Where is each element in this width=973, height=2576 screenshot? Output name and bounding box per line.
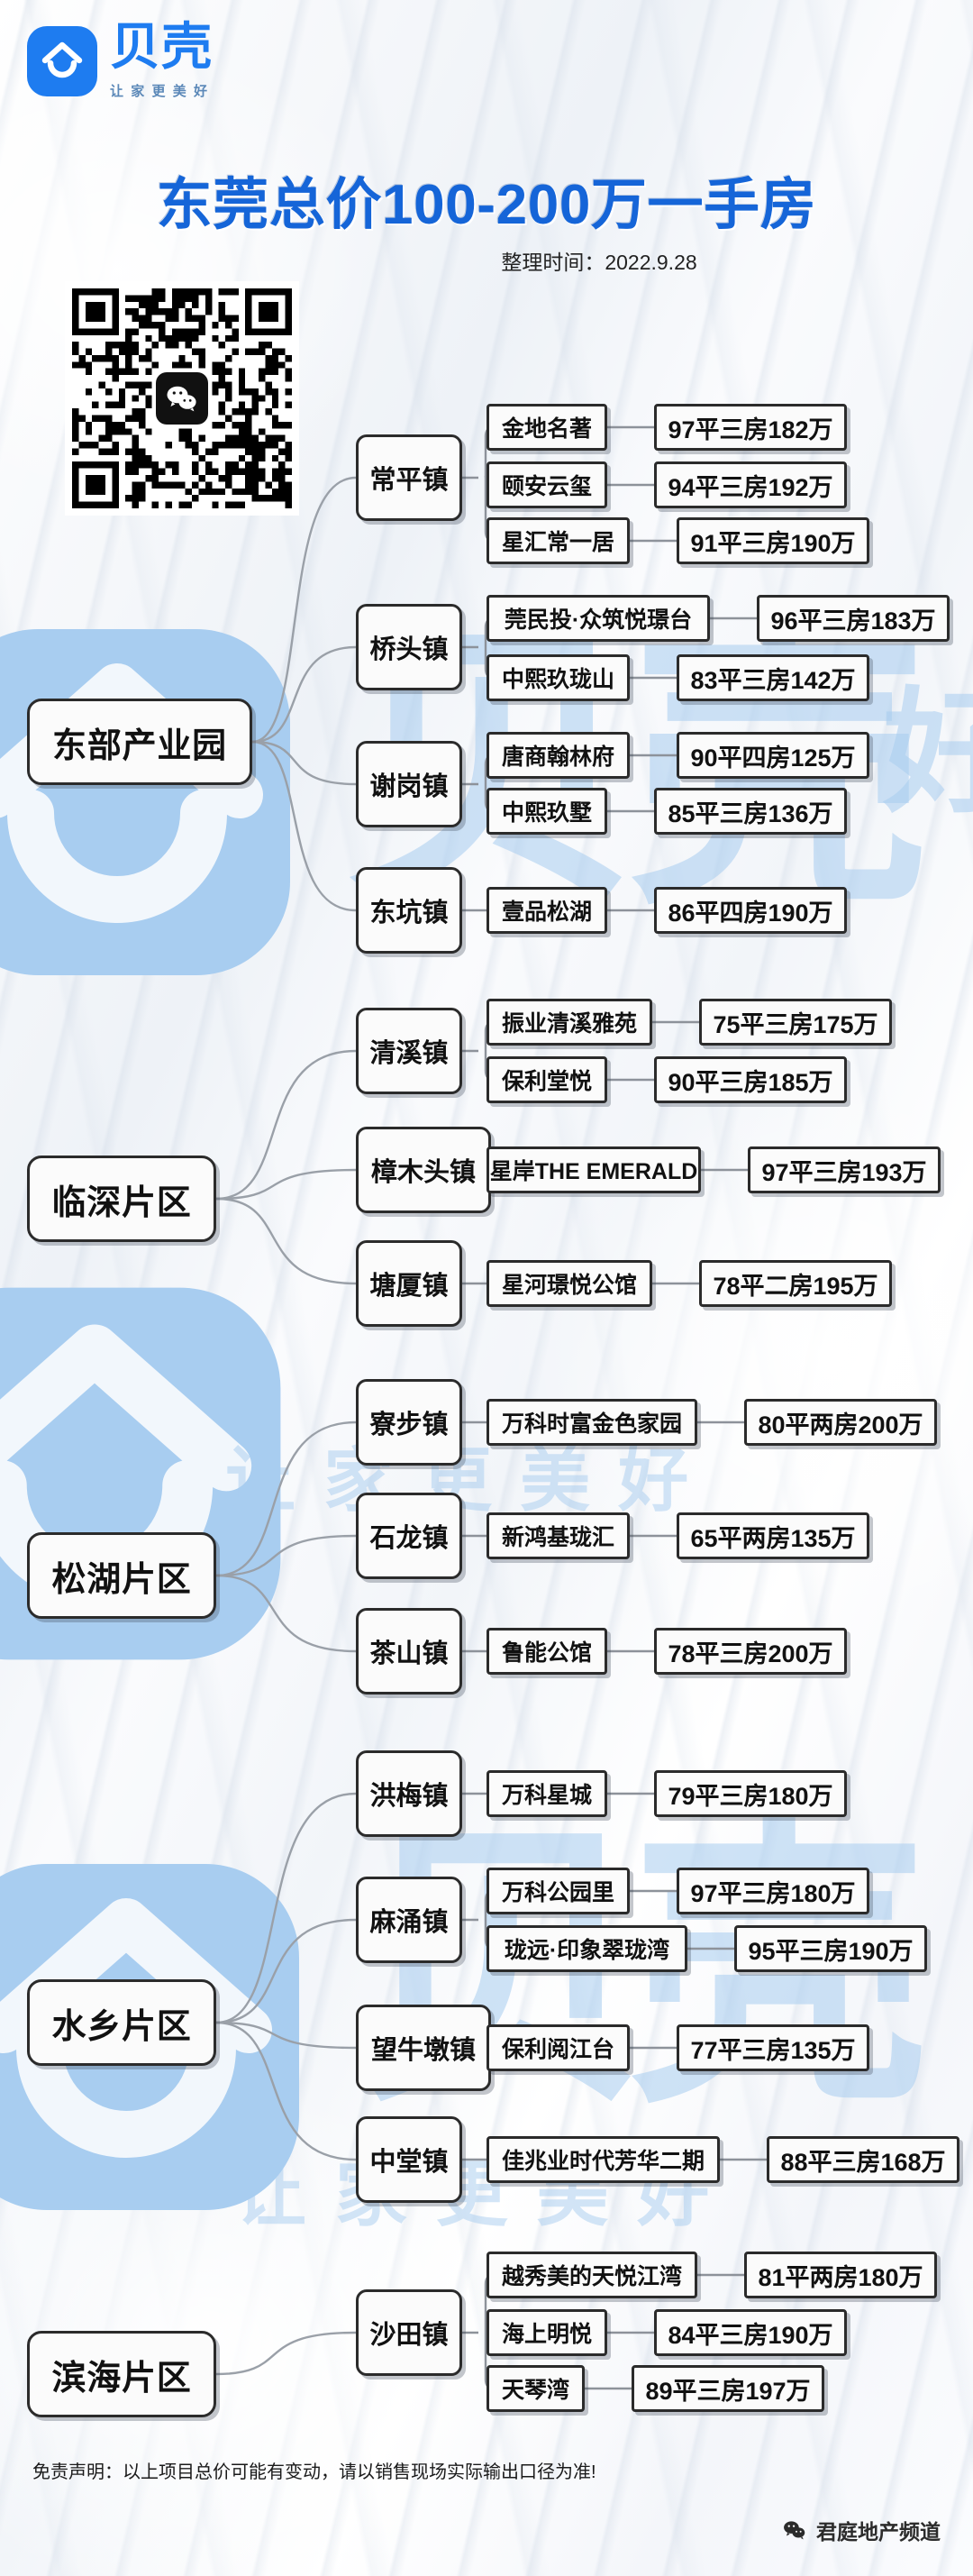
project-node-万科时富金色家园[interactable]: 万科时富金色家园 <box>486 1399 697 1446</box>
price-node-万科公园里[interactable]: 97平三房180万 <box>677 1868 869 1914</box>
wechat-credit-label: 君庭地产频道 <box>816 2520 941 2544</box>
town-node-东部产业园-谢岗镇[interactable]: 谢岗镇 <box>356 741 462 827</box>
project-node-珑远·印象翠珑湾[interactable]: 珑远·印象翠珑湾 <box>486 1925 687 1972</box>
price-node-唐商翰林府[interactable]: 90平四房125万 <box>677 732 869 779</box>
project-node-越秀美的天悦江湾[interactable]: 越秀美的天悦江湾 <box>486 2252 697 2298</box>
region-node-4[interactable]: 水乡片区 <box>27 1979 216 2066</box>
price-node-万科时富金色家园[interactable]: 80平两房200万 <box>744 1399 937 1446</box>
price-node-珑远·印象翠珑湾[interactable]: 95平三房190万 <box>734 1925 927 1972</box>
compiled-date: 整理时间：2022.9.28 <box>501 251 697 274</box>
project-node-莞民投·众筑悦璟台[interactable]: 莞民投·众筑悦璟台 <box>486 595 710 642</box>
project-node-星汇常一居[interactable]: 星汇常一居 <box>486 517 630 564</box>
region-node-2[interactable]: 临深片区 <box>27 1156 216 1242</box>
town-node-临深片区-清溪镇[interactable]: 清溪镇 <box>356 1008 462 1094</box>
project-node-佳兆业时代芳华二期[interactable]: 佳兆业时代芳华二期 <box>486 2136 720 2183</box>
price-node-保利堂悦[interactable]: 90平三房185万 <box>654 1056 847 1103</box>
price-node-中熙玖墅[interactable]: 85平三房136万 <box>654 788 847 835</box>
brand-logo: 贝壳 让家更美好 <box>27 22 214 100</box>
disclaimer-text: 免责声明：以上项目总价可能有变动，请以销售现场实际输出口径为准! <box>32 2462 596 2482</box>
project-node-天琴湾[interactable]: 天琴湾 <box>486 2365 585 2412</box>
region-node-5[interactable]: 滨海片区 <box>27 2331 216 2417</box>
page-title: 东莞总价100-200万一手房 <box>156 174 817 236</box>
town-node-滨海片区-沙田镇[interactable]: 沙田镇 <box>356 2289 462 2376</box>
price-node-金地名著[interactable]: 97平三房182万 <box>654 404 847 451</box>
price-node-中熙玖珑山[interactable]: 83平三房142万 <box>677 654 869 701</box>
price-node-海上明悦[interactable]: 84平三房190万 <box>654 2309 847 2356</box>
brand-name: 贝壳 <box>110 18 214 75</box>
region-node-1[interactable]: 东部产业园 <box>27 699 252 785</box>
price-node-莞民投·众筑悦璟台[interactable]: 96平三房183万 <box>757 595 950 642</box>
project-node-中熙玖墅[interactable]: 中熙玖墅 <box>486 788 607 835</box>
project-node-金地名著[interactable]: 金地名著 <box>486 404 607 451</box>
town-node-东部产业园-桥头镇[interactable]: 桥头镇 <box>356 604 462 690</box>
project-node-振业清溪雅苑[interactable]: 振业清溪雅苑 <box>486 999 652 1046</box>
project-node-星岸THE EMERALD[interactable]: 星岸THE EMERALD <box>486 1146 701 1193</box>
project-node-保利阅江台[interactable]: 保利阅江台 <box>486 2024 630 2071</box>
price-node-保利阅江台[interactable]: 77平三房135万 <box>677 2024 869 2071</box>
price-node-万科星城[interactable]: 79平三房180万 <box>654 1770 847 1817</box>
town-node-水乡片区-望牛墩镇[interactable]: 望牛墩镇 <box>356 2005 491 2091</box>
town-node-松湖片区-寮步镇[interactable]: 寮步镇 <box>356 1379 462 1466</box>
wechat-icon <box>156 372 208 425</box>
region-node-3[interactable]: 松湖片区 <box>27 1532 216 1619</box>
town-node-水乡片区-洪梅镇[interactable]: 洪梅镇 <box>356 1750 462 1837</box>
price-node-新鸿基珑汇[interactable]: 65平两房135万 <box>677 1512 869 1559</box>
town-node-水乡片区-麻涌镇[interactable]: 麻涌镇 <box>356 1877 462 1963</box>
town-node-水乡片区-中堂镇[interactable]: 中堂镇 <box>356 2116 462 2203</box>
town-node-东部产业园-东坑镇[interactable]: 东坑镇 <box>356 867 462 954</box>
project-node-万科星城[interactable]: 万科星城 <box>486 1770 607 1817</box>
project-node-新鸿基珑汇[interactable]: 新鸿基珑汇 <box>486 1512 630 1559</box>
project-node-鲁能公馆[interactable]: 鲁能公馆 <box>486 1628 607 1675</box>
project-node-保利堂悦[interactable]: 保利堂悦 <box>486 1056 607 1103</box>
price-node-星河璟悦公馆[interactable]: 78平二房195万 <box>699 1260 892 1307</box>
price-node-星汇常一居[interactable]: 91平三房190万 <box>677 517 869 564</box>
price-node-鲁能公馆[interactable]: 78平三房200万 <box>654 1628 847 1675</box>
project-node-万科公园里[interactable]: 万科公园里 <box>486 1868 630 1914</box>
price-node-颐安云玺[interactable]: 94平三房192万 <box>654 461 847 508</box>
wechat-qr-icon[interactable] <box>65 281 299 516</box>
town-node-松湖片区-石龙镇[interactable]: 石龙镇 <box>356 1493 462 1579</box>
beike-house-icon <box>27 25 97 96</box>
town-node-临深片区-塘厦镇[interactable]: 塘厦镇 <box>356 1240 462 1327</box>
project-node-星河璟悦公馆[interactable]: 星河璟悦公馆 <box>486 1260 652 1307</box>
project-node-唐商翰林府[interactable]: 唐商翰林府 <box>486 732 630 779</box>
project-node-颐安云玺[interactable]: 颐安云玺 <box>486 461 607 508</box>
project-node-壹品松湖[interactable]: 壹品松湖 <box>486 887 607 934</box>
price-node-越秀美的天悦江湾[interactable]: 81平两房180万 <box>744 2252 937 2298</box>
price-node-星岸THE EMERALD[interactable]: 97平三房193万 <box>748 1146 941 1193</box>
price-node-振业清溪雅苑[interactable]: 75平三房175万 <box>699 999 892 1046</box>
price-node-壹品松湖[interactable]: 86平四房190万 <box>654 887 847 934</box>
town-node-松湖片区-茶山镇[interactable]: 茶山镇 <box>356 1608 462 1694</box>
brand-slogan: 让家更美好 <box>110 84 215 99</box>
project-node-海上明悦[interactable]: 海上明悦 <box>486 2309 607 2356</box>
wechat-credit: 君庭地产频道 <box>782 2515 941 2545</box>
wechat-icon <box>782 2517 807 2543</box>
price-node-天琴湾[interactable]: 89平三房197万 <box>632 2365 824 2412</box>
price-node-佳兆业时代芳华二期[interactable]: 88平三房168万 <box>767 2136 959 2183</box>
town-node-东部产业园-常平镇[interactable]: 常平镇 <box>356 434 462 521</box>
project-node-中熙玖珑山[interactable]: 中熙玖珑山 <box>486 654 630 701</box>
town-node-临深片区-樟木头镇[interactable]: 樟木头镇 <box>356 1127 491 1213</box>
